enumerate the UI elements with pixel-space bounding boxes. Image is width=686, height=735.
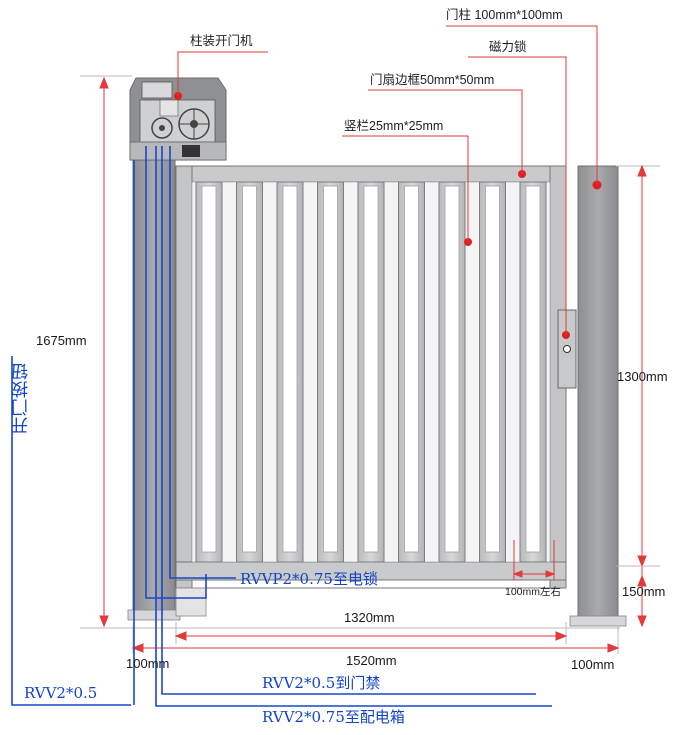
lock-cable-route: [145, 146, 207, 599]
dimension-lines: [80, 75, 660, 654]
bar-inner-face: [282, 185, 298, 553]
right-post-width-label: 100mm: [571, 657, 615, 672]
access-cable-line: [161, 146, 536, 695]
bar-inner-face: [444, 185, 460, 553]
bar-inner-face: [485, 185, 500, 553]
overall-width-label: 1520mm: [346, 653, 397, 668]
lock-icon: [563, 345, 571, 353]
opener-label: 柱装开门机: [190, 34, 253, 48]
magnetic-lock-label: 磁力锁: [489, 40, 527, 54]
lock-cable-label: RVVP2*0.75至电锁: [240, 570, 378, 588]
right-post: [569, 165, 627, 627]
bar-gap-label: 100mm左右: [505, 586, 562, 598]
cables: [11, 146, 552, 707]
gate-height-label: 1300mm: [617, 369, 668, 384]
bar-inner-face: [242, 185, 257, 553]
power-cable-line: [155, 146, 552, 707]
left-post: [127, 77, 227, 621]
vertical-bars: [195, 181, 547, 563]
bar-inner-face: [404, 185, 419, 553]
leader-lines: [177, 25, 598, 335]
bar-inner-face: [525, 185, 541, 553]
post-spec-label: 门柱 100mm*100mm: [446, 8, 563, 22]
bar-inner-face: [363, 185, 379, 553]
bottom-gap-label: 150mm: [622, 584, 666, 599]
leaf-width-label: 1320mm: [344, 610, 395, 625]
gate-leaf: [175, 165, 577, 617]
button-cable-line: [11, 356, 131, 706]
left-post-width-label: 100mm: [126, 656, 170, 671]
bar-spec-label: 竖栏25mm*25mm: [344, 119, 444, 133]
bar-inner-face: [323, 185, 338, 553]
frame-spec-label: 门扇边框50mm*50mm: [370, 73, 495, 87]
power-cable-label: RVV2*0.75至配电箱: [262, 708, 405, 726]
gear-small-icon: [151, 117, 173, 139]
lock-cable-line: [169, 146, 236, 579]
total-height-label: 1675mm: [36, 333, 87, 348]
bar-inner-face: [201, 185, 217, 553]
button-title: 开门按钮: [12, 362, 32, 434]
access-cable-label: RVV2*0.5到门禁: [262, 674, 381, 692]
button-cable-label: RVV2*0.5: [24, 684, 98, 702]
